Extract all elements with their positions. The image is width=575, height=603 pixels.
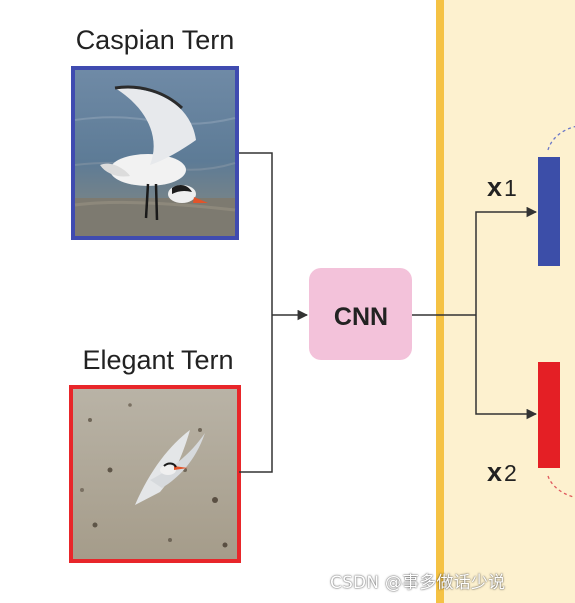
- x2-label: x2: [487, 457, 517, 487]
- x1-letter: x: [487, 172, 502, 202]
- feature-panel-border: [436, 0, 444, 603]
- x2-index: 2: [504, 460, 517, 486]
- x2-letter: x: [487, 457, 502, 487]
- feature-panel: [436, 0, 575, 603]
- cnn-label: CNN: [334, 303, 388, 331]
- feature-connectors: [412, 206, 538, 420]
- x1-label: x1: [487, 172, 517, 202]
- x1-index: 1: [504, 175, 517, 201]
- caspian-tern-image: [71, 66, 239, 240]
- caspian-tern-label: Caspian Tern: [76, 25, 235, 55]
- feature-panel-background: [440, 0, 575, 603]
- x2-dashed-arc: [547, 475, 575, 498]
- image-connectors: [239, 152, 309, 473]
- csdn-watermark: CSDN @事多做话少说: [330, 573, 506, 593]
- top-image-connector: [239, 152, 273, 473]
- x1-feature-bar: [538, 157, 560, 266]
- cnn-block: CNN: [309, 268, 412, 360]
- elegant-tern-image: [69, 385, 241, 563]
- x2-feature-bar: [538, 362, 560, 468]
- elegant-tern-label: Elegant Tern: [82, 345, 233, 375]
